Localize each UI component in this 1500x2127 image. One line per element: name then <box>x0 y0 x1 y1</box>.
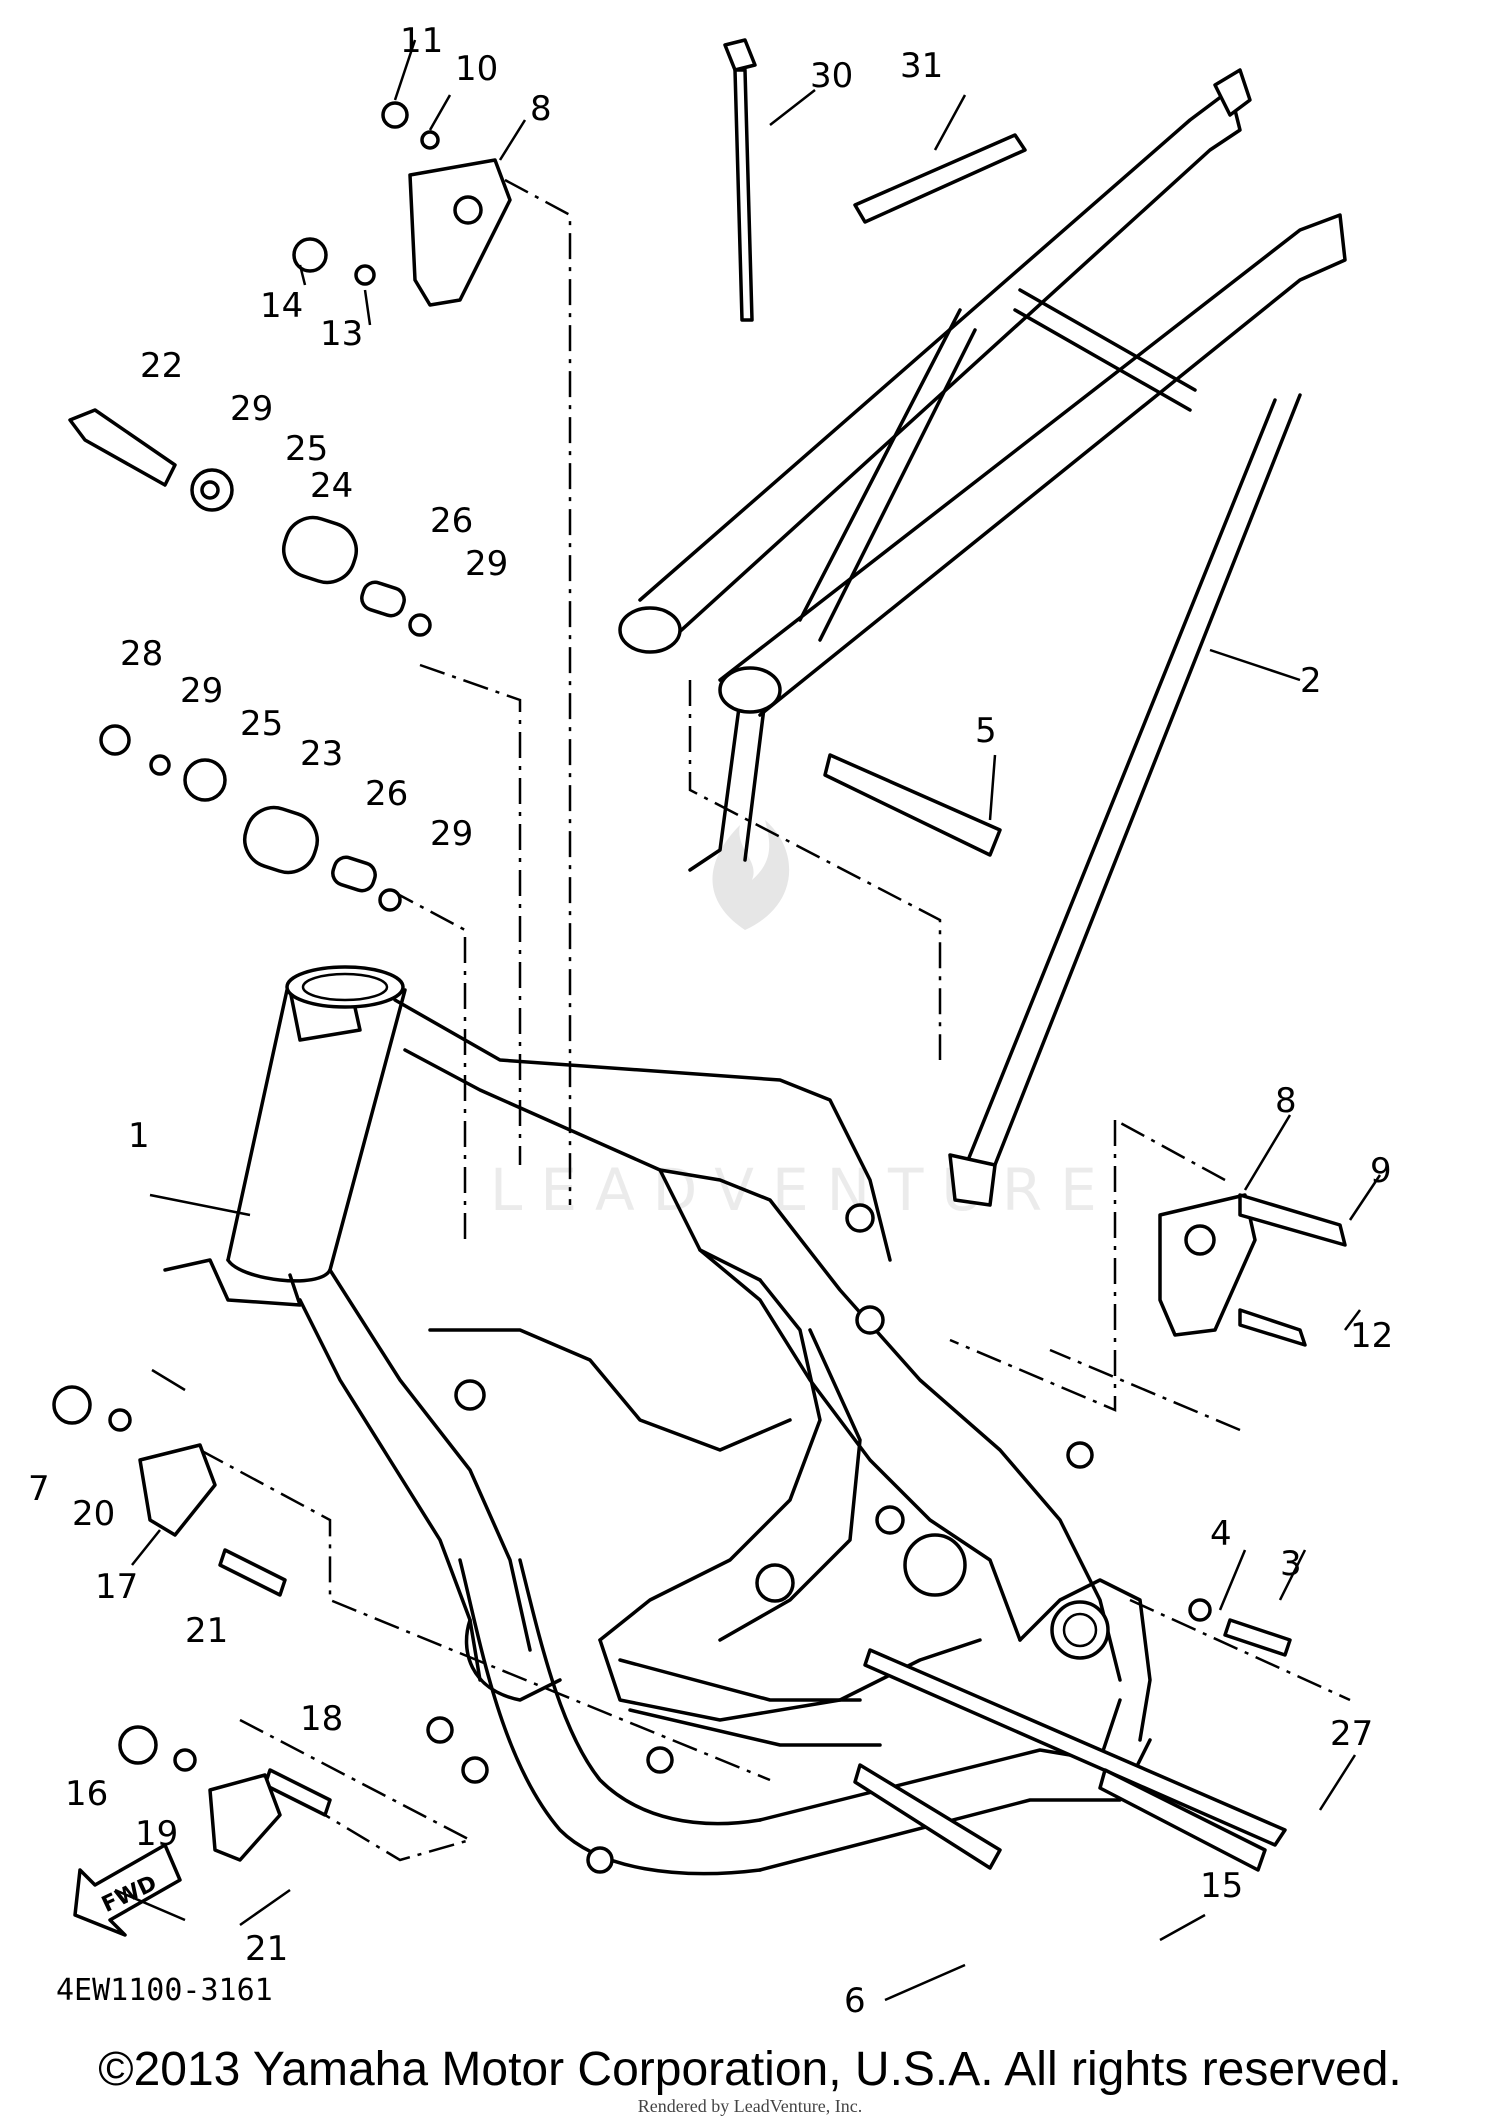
callout-29-c: 29 <box>180 671 223 711</box>
callout-11: 11 <box>400 21 443 61</box>
callout-2: 2 <box>1300 661 1322 701</box>
callout-15: 15 <box>1200 1866 1243 1906</box>
callout-20: 20 <box>72 1494 115 1534</box>
callout-14: 14 <box>260 286 303 326</box>
callout-24: 24 <box>310 466 353 506</box>
sub-frame <box>618 68 1347 1207</box>
leadventure-watermark: LEADVENTURE <box>490 820 1115 1224</box>
callout-25-upper: 25 <box>285 429 328 469</box>
rendered-by-notice: Rendered by LeadVenture, Inc. <box>637 2096 863 2116</box>
callout-25-lower: 25 <box>240 704 283 744</box>
callout-12: 12 <box>1350 1316 1393 1356</box>
callout-8-right: 8 <box>1275 1081 1297 1121</box>
callout-9: 9 <box>1370 1151 1392 1191</box>
callout-27: 27 <box>1330 1714 1373 1754</box>
callout-5: 5 <box>975 711 997 751</box>
callout-31: 31 <box>900 46 943 86</box>
callout-7: 7 <box>28 1469 50 1509</box>
svg-text:LEADVENTURE: LEADVENTURE <box>490 1156 1115 1224</box>
hardware-parts: FWD <box>52 38 1347 1937</box>
callout-29-b: 29 <box>465 544 508 584</box>
callout-leaders <box>114 39 1382 2002</box>
callout-18: 18 <box>300 1699 343 1739</box>
callout-8-upper: 8 <box>530 89 552 129</box>
callout-3: 3 <box>1280 1544 1302 1584</box>
callout-4: 4 <box>1210 1514 1232 1554</box>
callout-6: 6 <box>844 1981 866 2021</box>
callout-26-upper: 26 <box>430 501 473 541</box>
callout-13: 13 <box>320 314 363 354</box>
callout-21-upper: 21 <box>185 1611 228 1651</box>
callout-16: 16 <box>65 1774 108 1814</box>
callout-23: 23 <box>300 734 343 774</box>
callout-22: 22 <box>140 346 183 386</box>
callout-30: 30 <box>810 56 853 96</box>
callout-19: 19 <box>135 1814 178 1854</box>
callout-29-a: 29 <box>230 389 273 429</box>
callout-28: 28 <box>120 634 163 674</box>
leader-lines <box>199 178 1351 1862</box>
callout-21-lower: 21 <box>245 1929 288 1969</box>
callout-labels: 1 2 3 4 5 6 7 8 8 9 10 11 12 13 14 15 16… <box>28 21 1393 2021</box>
callout-10: 10 <box>455 49 498 89</box>
copyright-notice: ©2013 Yamaha Motor Corporation, U.S.A. A… <box>98 2043 1402 2096</box>
diagram-code: 4EW1100-3161 <box>56 1973 273 2008</box>
callout-26-lower: 26 <box>365 774 408 814</box>
callout-17: 17 <box>95 1567 138 1607</box>
callout-1: 1 <box>128 1116 150 1156</box>
callout-29-d: 29 <box>430 814 473 854</box>
